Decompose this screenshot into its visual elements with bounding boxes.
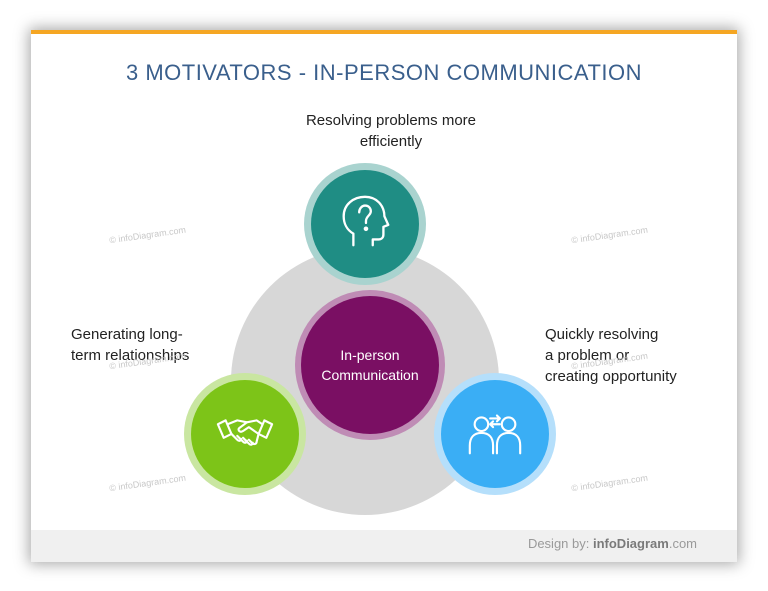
label-line: Quickly resolving: [545, 326, 659, 343]
node-long-term-relationships: [191, 380, 299, 488]
center-circle: In-person Communication: [301, 296, 439, 434]
slide: 3 MOTIVATORS - IN-PERSON COMMUNICATION R…: [31, 30, 737, 562]
label-line: Generating long-: [71, 326, 183, 343]
footer-brand: infoDiagram: [592, 536, 669, 551]
label-line: Resolving problems more: [305, 112, 477, 129]
head-question-icon: [334, 191, 396, 258]
node-resolving-problems: [311, 170, 419, 278]
watermark: © infoDiagram.com: [570, 472, 649, 494]
footer-prefix: Design by:: [527, 536, 593, 551]
footer-credit: Design by: infoDiagram.com: [528, 536, 697, 551]
label-line: efficiently: [359, 133, 423, 150]
slide-title: 3 MOTIVATORS - IN-PERSON COMMUNICATION: [125, 60, 643, 85]
label-long-term-relationships: Generating long- term relationships: [71, 324, 251, 366]
accent-bar: [31, 30, 737, 34]
label-line: a problem or: [545, 347, 630, 364]
watermark: © infoDiagram.com: [570, 224, 649, 246]
center-label-line2: Communication: [321, 367, 419, 383]
label-line: term relationships: [71, 347, 190, 364]
node-quickly-resolving: [441, 380, 549, 488]
footer-suffix: .com: [668, 536, 697, 551]
two-people-exchange-icon: [464, 401, 526, 468]
footer: Design by: infoDiagram.com: [31, 530, 737, 562]
watermark: © infoDiagram.com: [108, 224, 187, 246]
watermark: © infoDiagram.com: [108, 472, 187, 494]
handshake-icon: [214, 401, 276, 468]
label-resolving-problems: Resolving problems more efficiently: [251, 110, 531, 152]
center-label-line1: In-person: [340, 347, 400, 363]
label-quickly-resolving: Quickly resolving a problem or creating …: [545, 324, 725, 387]
label-line: creating opportunity: [545, 368, 677, 385]
